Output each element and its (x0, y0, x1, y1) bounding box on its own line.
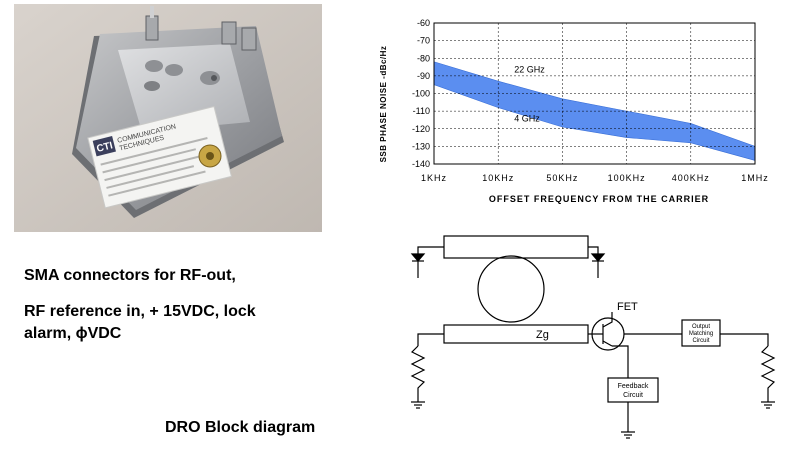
product-label: CTI COMMUNICATION TECHNIQUES (87, 105, 233, 209)
dro-circuit-diagram: FET Zg Output Matching Circuit Feedback … (410, 235, 776, 439)
x-tick-label: 100KHz (608, 173, 646, 183)
x-tick-label: 1MHz (741, 173, 769, 183)
sma-connector-3 (241, 27, 257, 51)
x-tick-label: 1KHz (421, 173, 447, 183)
bottom-transmission-line (443, 324, 589, 344)
caption-sma-connectors: SMA connectors for RF-out, (24, 267, 236, 284)
feedback-circuit-box (607, 377, 659, 403)
y-tick-label: -70 (417, 36, 430, 46)
chart-labels: -60 -70 -80 -90 -100 -110 -120 -130 -140 1KHz 10KH… (412, 18, 769, 183)
output-box-line3: Circuit (692, 338, 709, 344)
caption-diagram-title: DRO Block diagram (165, 419, 316, 436)
y-tick-label: -130 (412, 141, 430, 151)
y-tick-label: -120 (412, 124, 430, 134)
dielectric-resonator (477, 255, 545, 323)
top-transmission-line (443, 235, 589, 259)
feedback-box-line2: Circuit (623, 392, 643, 399)
feedback-box-line1: Feedback (618, 383, 649, 390)
y-tick-label: -100 (412, 89, 430, 99)
zg-label: Zg (536, 329, 549, 341)
diode-left (410, 253, 426, 262)
sma-connector-1 (145, 15, 159, 41)
fet-label: FET (617, 301, 638, 313)
x-axis-label: OFFSET FREQUENCY FROM THE CARRIER (489, 194, 709, 204)
resistor-right (760, 345, 776, 402)
chart-grid (433, 22, 756, 165)
series-label-22ghz: 22 GHz (514, 64, 545, 74)
y-tick-label: -90 (417, 71, 430, 81)
sma-connector-2 (221, 21, 237, 45)
resistor-left (410, 345, 426, 402)
y-tick-label: -60 (417, 18, 430, 28)
y-tick-label: -140 (412, 159, 430, 169)
phase-noise-chart: SSB PHASE NOISE -dBc/Hz OFFSET FREQUENCY… (379, 18, 769, 204)
plot-frame (433, 22, 756, 165)
caption-rf-reference: RF reference in, + 15VDC, lock (24, 303, 256, 320)
dro-module-photo: CTI COMMUNICATION TECHNIQUES (14, 4, 322, 232)
output-box-line2: Matching (689, 331, 713, 337)
x-tick-label: 400KHz (672, 173, 710, 183)
output-matching-box (681, 319, 721, 347)
y-tick-label: -110 (413, 106, 430, 116)
diode-right (590, 253, 606, 262)
x-tick-label: 10KHz (482, 173, 514, 183)
y-tick-label: -80 (417, 53, 430, 63)
series-label-4ghz: 4 GHz (514, 114, 540, 124)
caption-lock-alarm: alarm, ϕVDC (24, 325, 122, 342)
x-tick-label: 50KHz (546, 173, 578, 183)
label-brand: CTI (96, 140, 115, 155)
output-box-line1: Output (692, 324, 710, 330)
y-axis-label: SSB PHASE NOISE -dBc/Hz (379, 46, 388, 163)
